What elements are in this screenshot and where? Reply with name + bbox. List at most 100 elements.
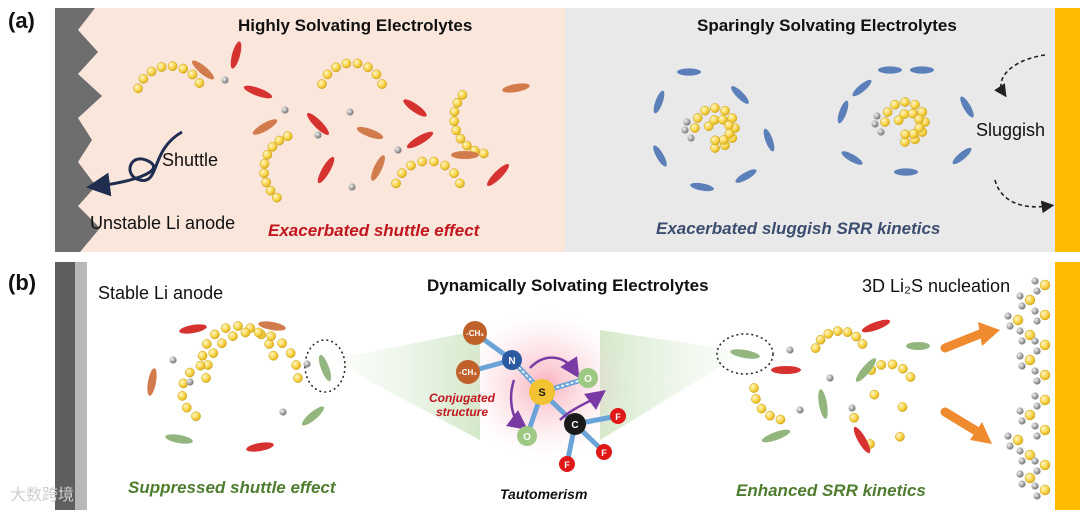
- polysulfide-cluster: [914, 122, 925, 133]
- polysulfide-chain: [391, 178, 401, 189]
- lithium-ion: [1006, 442, 1014, 450]
- polysulfide-chain: [293, 373, 303, 383]
- solvent-orange: [191, 60, 215, 80]
- lithium-ion: [221, 76, 229, 84]
- atom-carbon: [564, 413, 586, 435]
- polysulfide-chain: [449, 168, 459, 178]
- atom-label-s: S: [538, 387, 545, 399]
- lithium-ion: [1033, 492, 1041, 500]
- lithium-ion: [1016, 470, 1024, 478]
- sluggish-label: Sluggish: [976, 120, 1046, 140]
- polysulfide-chain: [178, 378, 189, 389]
- polysulfide-chain: [146, 66, 157, 77]
- solvent-orange: [252, 119, 278, 135]
- li2s-nucleus: [1039, 279, 1051, 291]
- solvent-red: [771, 366, 801, 374]
- exacerbated-sluggish-caption: Exacerbated sluggish SRR kinetics: [656, 219, 941, 238]
- polysulfide-cluster: [893, 115, 904, 126]
- lithium-ion: [348, 183, 356, 191]
- polysulfide-chain: [429, 156, 439, 167]
- polysulfide-chain: [282, 131, 293, 142]
- polysulfide-chain: [815, 334, 826, 345]
- lithium-ion: [1016, 352, 1024, 360]
- polysulfide-chain: [208, 348, 219, 358]
- li2s-nucleus: [1039, 394, 1051, 406]
- polysulfide-chain: [849, 412, 859, 423]
- solvent-red: [246, 442, 274, 452]
- lithium-ion: [1033, 317, 1041, 325]
- solvent-blue: [731, 86, 749, 104]
- sparingly-solvating-title: Sparingly Solvating Electrolytes: [697, 16, 957, 35]
- stable-anode-label: Stable Li anode: [98, 283, 224, 303]
- polysulfide-chain: [261, 177, 272, 188]
- polysulfide-chain: [194, 78, 205, 88]
- lithium-ion: [1004, 312, 1012, 320]
- lithium-ion: [848, 404, 856, 412]
- li2s-nucleus: [1024, 409, 1036, 421]
- polysulfide-chain: [823, 328, 834, 339]
- polysulfide-chain: [455, 178, 465, 189]
- lithium-ion: [786, 346, 794, 354]
- polysulfide-chain: [187, 69, 198, 80]
- solvent-red: [307, 113, 329, 135]
- atom-ch3-top: [463, 321, 487, 345]
- atom-label-ch3-bottom: -CH₃: [459, 368, 477, 377]
- lithium-ion: [281, 106, 289, 114]
- li2s-nucleus: [1024, 472, 1036, 484]
- polysulfide-chain: [220, 323, 231, 334]
- polysulfide-chain: [417, 156, 427, 167]
- lithium-ion: [346, 108, 354, 116]
- polysulfide-chain: [478, 148, 489, 159]
- polysulfide-chain: [267, 142, 278, 152]
- solvent-red: [861, 319, 891, 333]
- solvent-blue: [735, 169, 757, 183]
- solvent-red: [406, 131, 434, 149]
- lithium-ion: [1018, 302, 1026, 310]
- polysulfide-cluster: [710, 103, 720, 113]
- cathode-current-collector-a: [1055, 8, 1080, 252]
- polysulfide-cluster: [700, 105, 710, 116]
- polysulfide-chain: [876, 360, 887, 370]
- polysulfide-chain: [341, 58, 352, 69]
- solvent-green: [906, 342, 930, 350]
- highlight-circle-right: [716, 333, 774, 375]
- tautomerism-arrow-top: [529, 356, 580, 379]
- atom-label-f-lower: F: [601, 448, 607, 458]
- zoom-cone-right: [600, 330, 745, 440]
- lithium-ion: [1018, 480, 1026, 488]
- atom-ch3-bottom: [456, 360, 480, 384]
- lithium-ion: [1031, 337, 1039, 345]
- polysulfide-chain: [156, 62, 167, 72]
- polysulfide-cluster: [703, 121, 714, 132]
- lithium-ion: [683, 118, 691, 126]
- solvent-green: [855, 358, 877, 382]
- lithium-ion: [1018, 362, 1026, 370]
- solvent-blue: [653, 145, 667, 167]
- polysulfide-cluster: [900, 97, 910, 107]
- solvent-orange: [147, 368, 157, 396]
- solvent-red: [403, 99, 427, 117]
- polysulfide-cluster: [880, 117, 890, 127]
- solvent-green: [730, 349, 760, 359]
- lithium-ion: [1031, 277, 1039, 285]
- polysulfide-chain: [397, 168, 407, 178]
- sluggish-arrow-top: [994, 54, 1046, 98]
- polysulfide-chain: [201, 373, 211, 383]
- solvent-orange: [371, 155, 385, 181]
- atom-fluorine-bottom: [559, 456, 575, 472]
- polysulfide-chain: [832, 326, 843, 336]
- atom-label-n: N: [508, 356, 515, 367]
- polysulfide-chain: [363, 62, 373, 73]
- zoom-cone-left: [330, 330, 480, 440]
- polysulfide-cluster: [720, 105, 730, 116]
- li2s-nucleus: [1039, 424, 1051, 436]
- solvent-green: [761, 429, 791, 443]
- li2s-nucleus: [1024, 354, 1036, 366]
- polysulfide-chain: [195, 360, 206, 371]
- polysulfide-chain: [259, 158, 270, 169]
- solvent-orange: [451, 151, 479, 159]
- lithium-ion: [1016, 447, 1024, 455]
- li2s-nucleus: [1039, 339, 1051, 351]
- lithium-ion: [279, 408, 287, 416]
